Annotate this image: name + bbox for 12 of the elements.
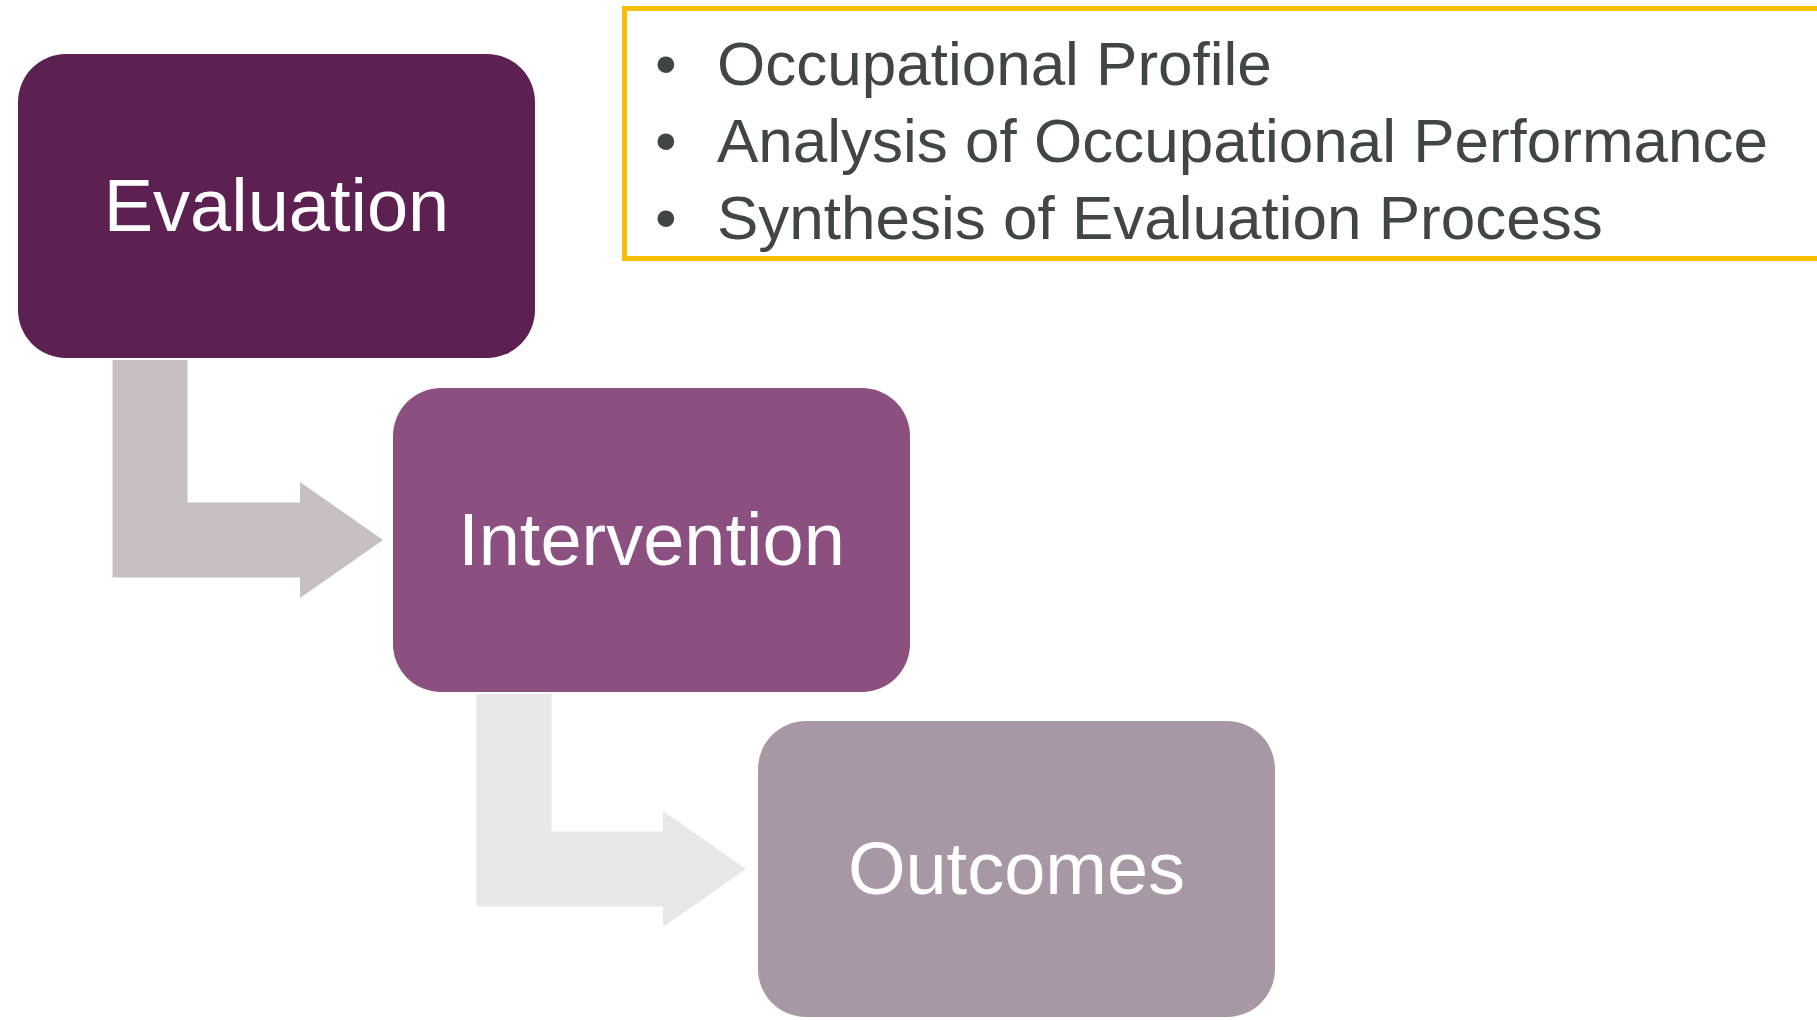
bullet-list-box (622, 6, 1817, 261)
bent-arrow (112, 360, 383, 598)
step-label: Intervention (458, 499, 845, 581)
process-box (393, 388, 910, 692)
process-box (18, 54, 535, 358)
bent-arrow (476, 694, 746, 927)
process-box (758, 721, 1275, 1017)
bullet-mark: • (655, 28, 677, 100)
step-label: Evaluation (103, 165, 450, 247)
bullet-mark: • (655, 105, 677, 177)
bullet-mark: • (655, 182, 677, 254)
step-label: Outcomes (847, 828, 1186, 910)
